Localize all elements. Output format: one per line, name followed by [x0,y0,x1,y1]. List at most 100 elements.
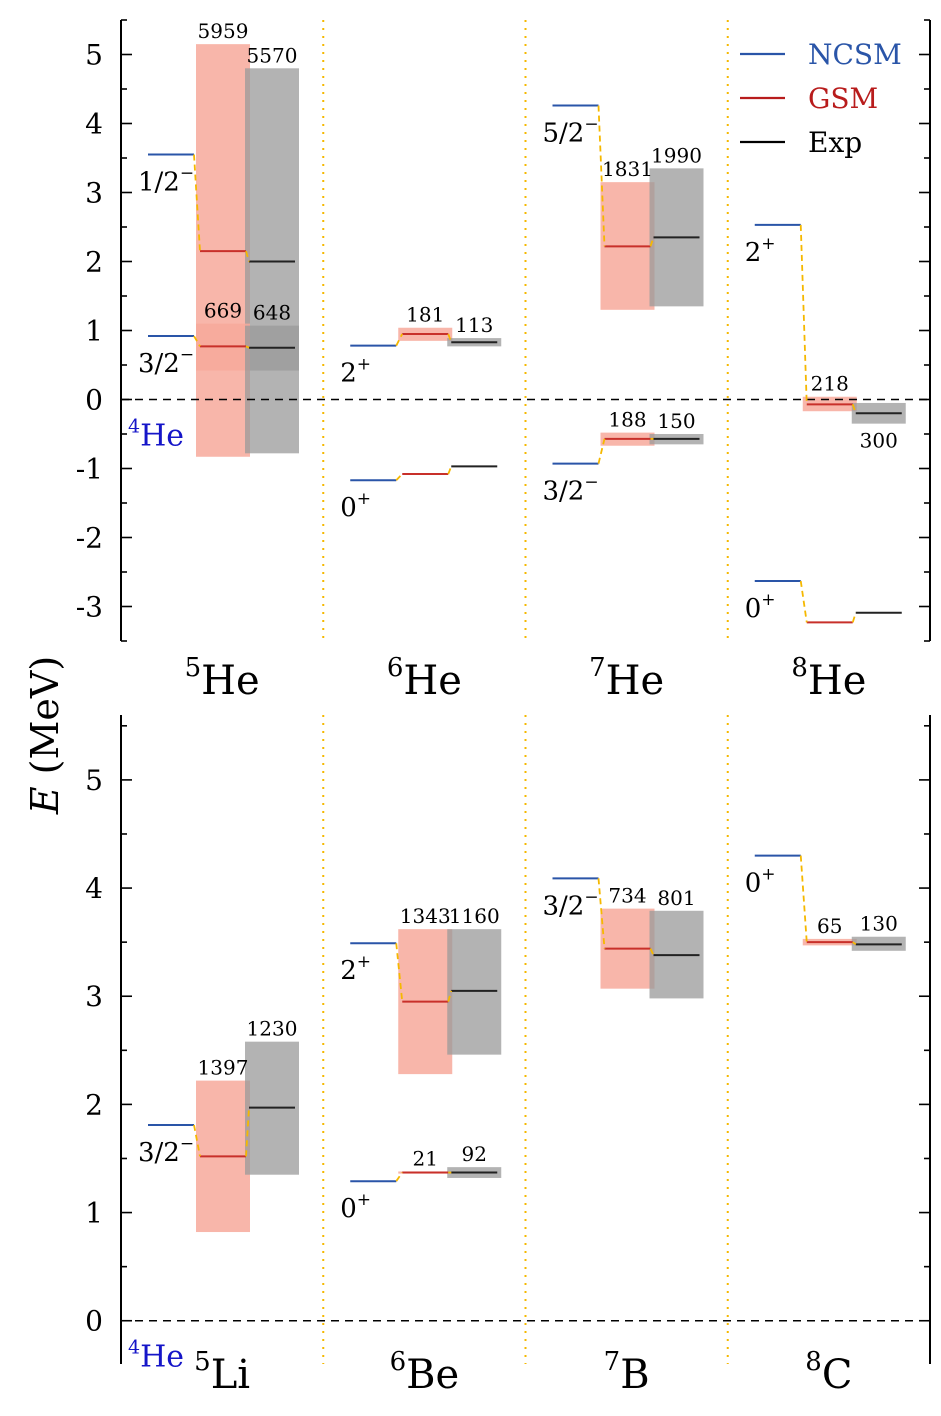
nucleus-label: 7B [604,1347,650,1398]
gsm-exp-connector [649,948,655,956]
gsm-width-label: 1831 [602,157,653,181]
spin-parity-label-j: 2 [340,359,357,389]
nucleus-label-element: He [201,658,260,704]
gsm-width-label: 1343 [400,904,451,928]
nucleus-label-element: He [403,658,462,704]
spin-parity-label-j: 2 [340,956,357,986]
spin-parity-label-j: 3/2 [543,477,585,507]
spin-parity-label-j: 3/2 [138,349,180,379]
nucleus-label: 8He [791,653,866,704]
threshold-label: 4He [128,416,184,454]
y-tick-label: -1 [76,453,103,486]
ncsm-gsm-connector [193,1124,201,1157]
spin-parity-label: 1/2− [138,164,194,198]
nucleus-label-element: Li [211,1352,250,1398]
exp-width-label: 1230 [247,1017,298,1041]
spin-parity-label: 5/2− [543,115,599,149]
gsm-exp-connector [851,404,857,414]
spin-parity-label-parity: + [761,234,775,254]
gsm-exp-connector [447,990,453,1002]
spin-parity-label: 3/2− [138,1134,194,1168]
ncsm-gsm-connector [395,333,404,347]
gsm-width-label: 669 [204,299,242,323]
ncsm-gsm-connector [799,855,808,943]
exp-width-label: 300 [860,429,898,453]
nucleus-label-element: He [606,658,665,704]
exp-width-band [447,929,502,1055]
spin-parity-label: 0+ [340,489,371,523]
spin-parity-label-j: 0 [340,493,357,523]
spin-parity-label-parity: + [761,590,775,610]
frame-layer [120,19,931,1364]
gsm-width-label: 218 [811,372,849,396]
ncsm-gsm-connector [395,473,403,481]
threshold-label-superscript: 4 [128,416,140,438]
spin-parity-label-parity: − [584,115,598,135]
threshold-label-name: He [140,1340,184,1375]
gsm-width-label: 1397 [198,1056,249,1080]
spin-parity-label-parity: − [180,1134,194,1154]
spin-parity-label: 0+ [745,590,776,624]
spin-parity-label: 0+ [745,865,776,899]
exp-width-label: 92 [462,1142,487,1166]
nucleus-label-mass-number: 5 [185,653,202,683]
spin-parity-label-j: 5/2 [543,119,585,149]
ncsm-gsm-connector [597,105,606,247]
gsm-exp-connector [245,345,250,349]
spin-parity-label-parity: + [761,865,775,885]
exp-width-label: 801 [657,886,695,910]
spin-parity-label: 3/2− [543,473,599,507]
spin-parity-label-j: 0 [745,594,762,624]
spin-parity-label: 2+ [745,234,776,268]
y-tick-label: 4 [85,108,103,141]
nucleus-label-mass-number: 6 [387,653,404,683]
threshold-label: 4He [128,1337,184,1375]
y-tick-label: 0 [85,1305,103,1338]
gsm-width-label: 734 [608,884,646,908]
gsm-exp-connector [851,612,857,623]
ncsm-gsm-connector [193,154,201,252]
exp-width-label: 130 [860,912,898,936]
y-tick-label: 2 [85,1088,103,1121]
gsm-exp-connector [447,466,453,475]
spin-parity-label-j: 1/2 [138,168,180,198]
exp-width-label: 1160 [449,904,500,928]
nucleus-label: 5Li [194,1347,250,1398]
spin-parity-label-j: 2 [745,238,762,268]
marks-layer [148,104,902,1183]
nucleus-label-element: He [808,658,867,704]
nucleus-label-mass-number: 8 [791,653,808,683]
y-tick-label: 3 [85,980,103,1013]
gsm-exp-connector [245,250,250,262]
nucleus-label-mass-number: 7 [604,1347,621,1377]
nucleus-label-element: B [620,1352,649,1398]
spin-parity-label-parity: + [357,952,371,972]
spin-parity-label-j: 3/2 [138,1138,180,1168]
nucleus-label: 6He [387,653,462,704]
gsm-width-label: 21 [413,1146,438,1170]
y-tick-label: -2 [76,522,103,555]
y-tick-label: -3 [76,591,103,624]
legend-label-exp: Exp [808,126,862,159]
nucleus-label-element: C [822,1352,853,1398]
spin-parity-label-j: 3/2 [543,891,585,921]
gsm-exp-connector [447,333,453,343]
exp-width-label: 1990 [651,143,702,167]
spin-parity-label: 3/2− [138,345,194,379]
y-tick-label: 4 [85,872,103,905]
spin-parity-label-j: 0 [340,1194,357,1224]
nucleus-label: 8C [805,1347,852,1398]
threshold-label-superscript: 4 [128,1337,140,1359]
spin-parity-label-parity: − [584,473,598,493]
exp-width-label: 648 [253,301,291,325]
bands-layer [196,44,906,1233]
nucleus-label-element: Be [406,1352,459,1398]
ncsm-gsm-connector [799,580,808,623]
ncsm-gsm-connector [597,438,606,464]
exp-width-label: 150 [657,409,695,433]
gsm-exp-connector [852,941,857,946]
